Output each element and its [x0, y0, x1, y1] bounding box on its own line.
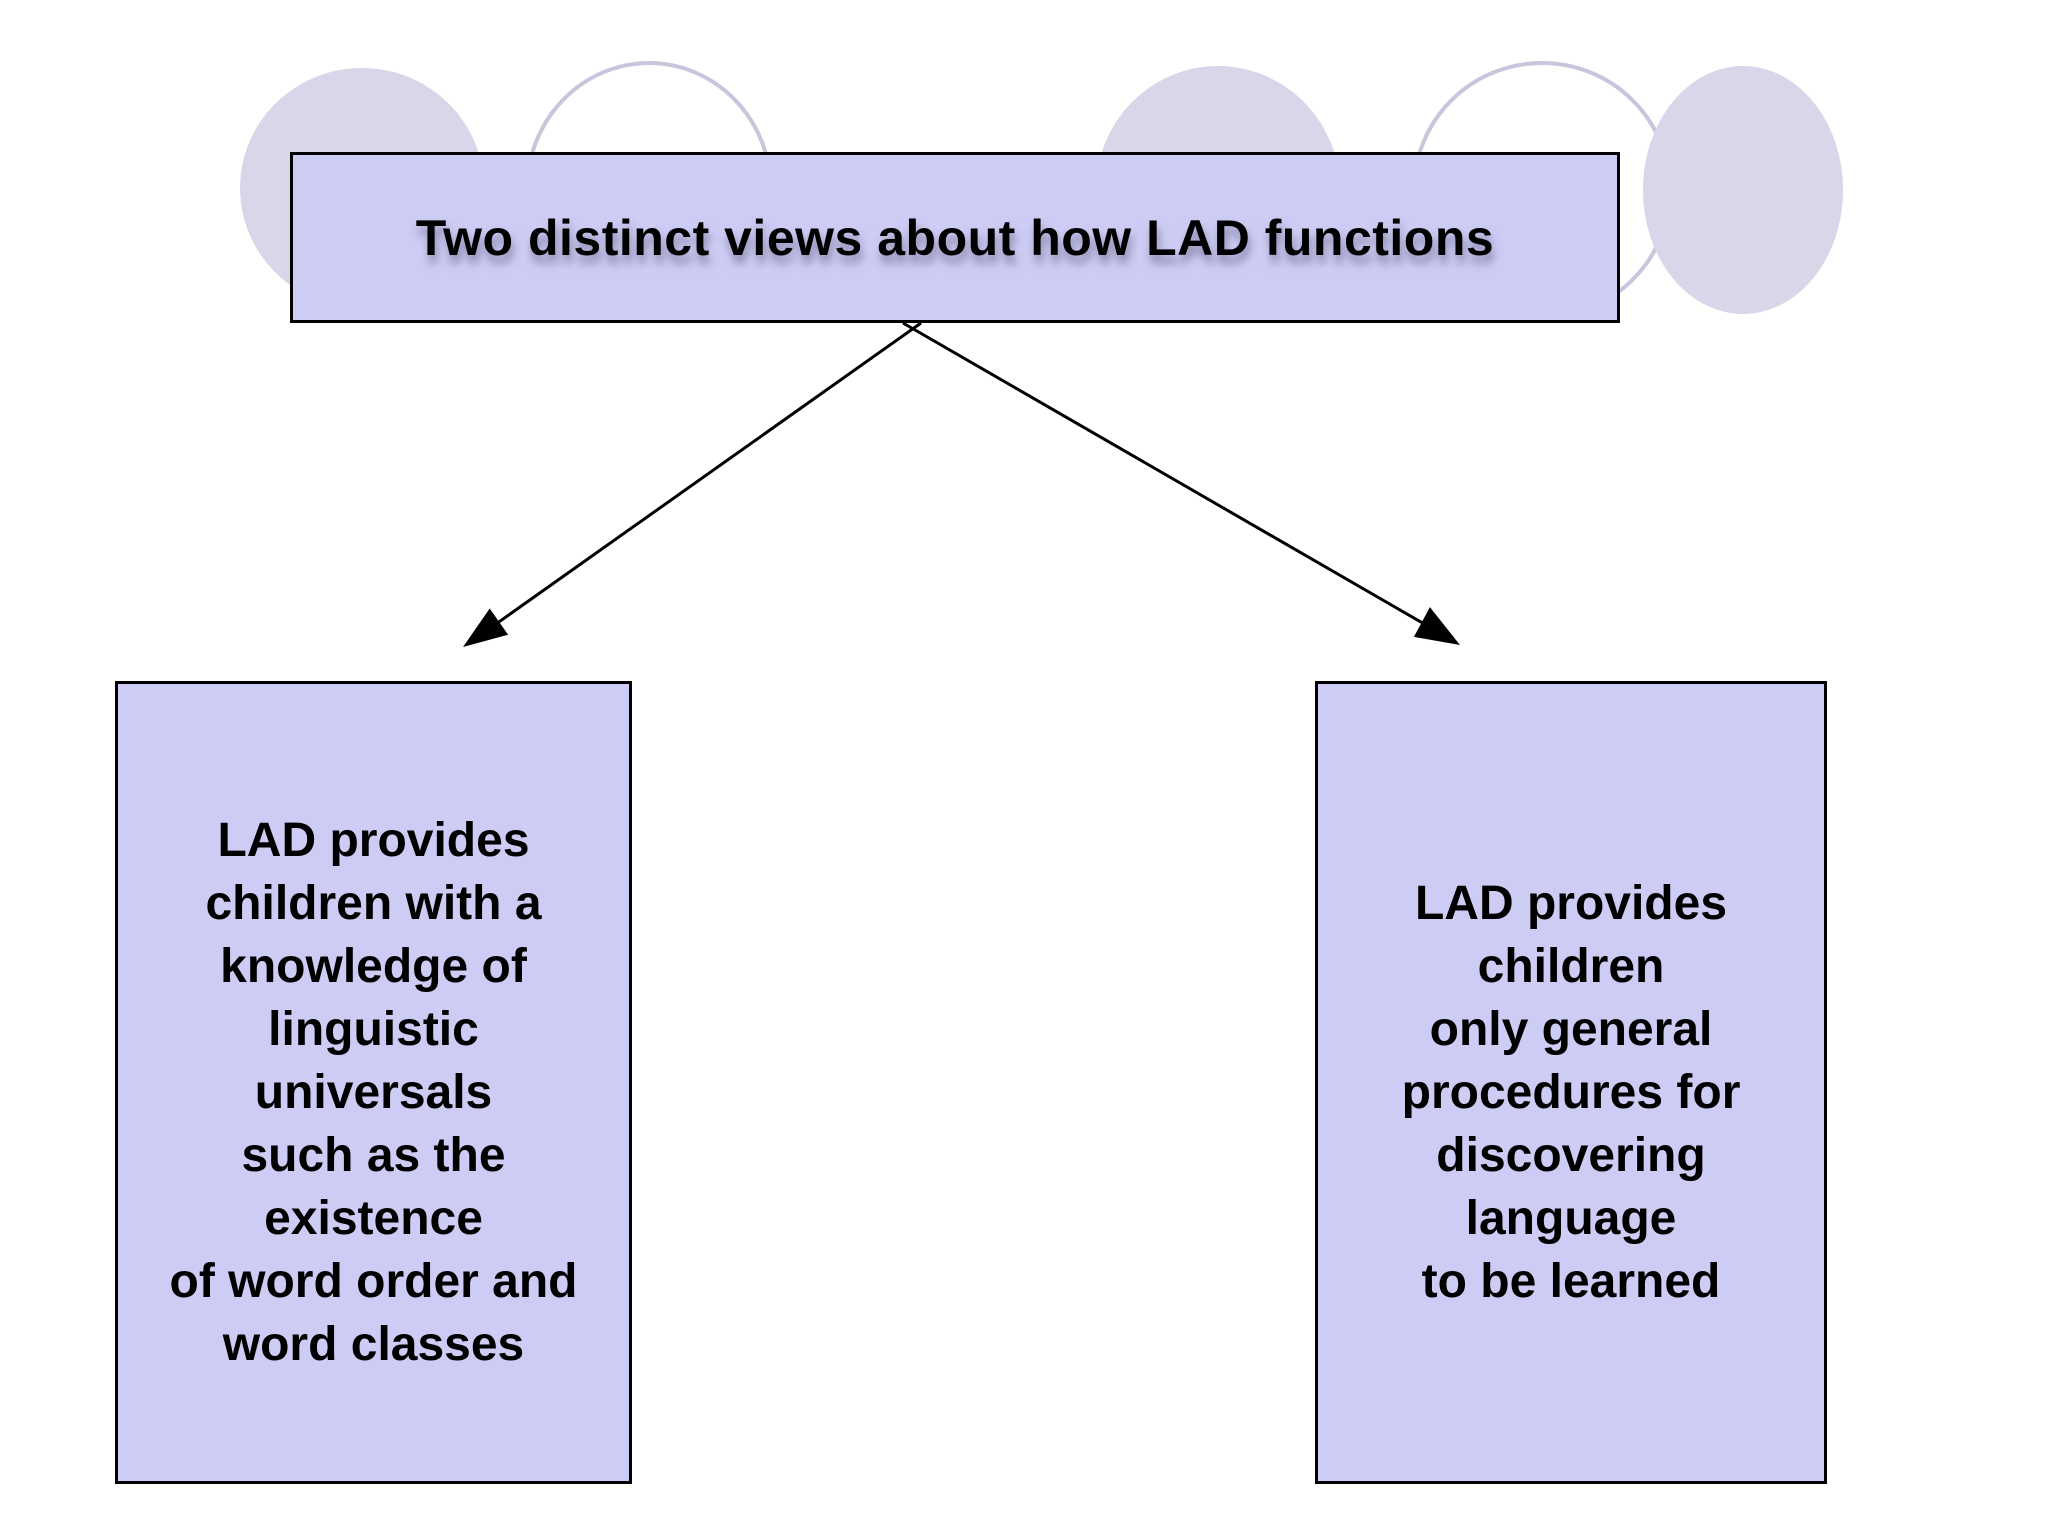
arrow-to-left-view — [463, 321, 922, 647]
text-line: LAD provides — [1414, 877, 1728, 930]
arrow-left-head-icon — [463, 608, 509, 647]
right-view-box: LAD provides children only general procedur… — [1315, 681, 1827, 1484]
text-line: children with a — [205, 877, 542, 930]
text-line: universals — [254, 1066, 493, 1119]
text-line: word classes — [222, 1318, 525, 1371]
arrow-right-line — [902, 321, 1453, 642]
text-line: children — [1477, 940, 1665, 993]
text-line: of word order and — [169, 1255, 578, 1308]
text-line: such as the — [241, 1129, 506, 1182]
left-view-box: LAD provides children with a knowledge of l… — [115, 681, 632, 1484]
text-line: procedures for — [1401, 1066, 1741, 1119]
text-line: existence — [264, 1192, 483, 1245]
arrow-left-line — [471, 321, 922, 643]
text-line: language — [1465, 1192, 1677, 1245]
left-view-text: LAD provides children with a knowledge of l… — [170, 809, 578, 1376]
title-text: Two distinct views about how LAD functio… — [415, 209, 1495, 266]
text-line: to be learned — [1421, 1255, 1721, 1308]
text-line: knowledge of — [220, 940, 527, 993]
text-line: linguistic — [268, 1003, 479, 1056]
right-view-text: LAD provides children only general procedur… — [1402, 872, 1741, 1313]
text-line: LAD provides — [217, 814, 530, 867]
arrow-to-right-view — [902, 321, 1460, 645]
text-line: discovering — [1436, 1129, 1706, 1182]
title-box: Two distinct views about how LAD functio… — [290, 152, 1620, 323]
arrow-right-head-icon — [1413, 607, 1460, 645]
filled-circle-icon — [1643, 66, 1843, 314]
text-line: only general — [1429, 1003, 1713, 1056]
